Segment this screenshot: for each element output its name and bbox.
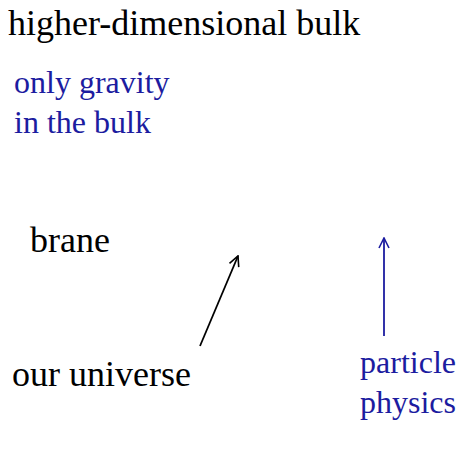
diagram-title: higher-dimensional bulk <box>8 2 460 45</box>
band-label: brane <box>30 219 110 262</box>
leader-arrow <box>383 238 385 336</box>
annotation-label: particle physics <box>336 342 456 422</box>
annotation-label: only gravity in the bulk <box>14 62 199 142</box>
annotation-label: our universe <box>12 352 332 397</box>
leader-arrow <box>200 256 238 346</box>
band-fill <box>0 183 464 279</box>
band-edge <box>70 243 464 281</box>
brane-band: brane <box>0 175 464 290</box>
band-edge <box>0 183 464 211</box>
